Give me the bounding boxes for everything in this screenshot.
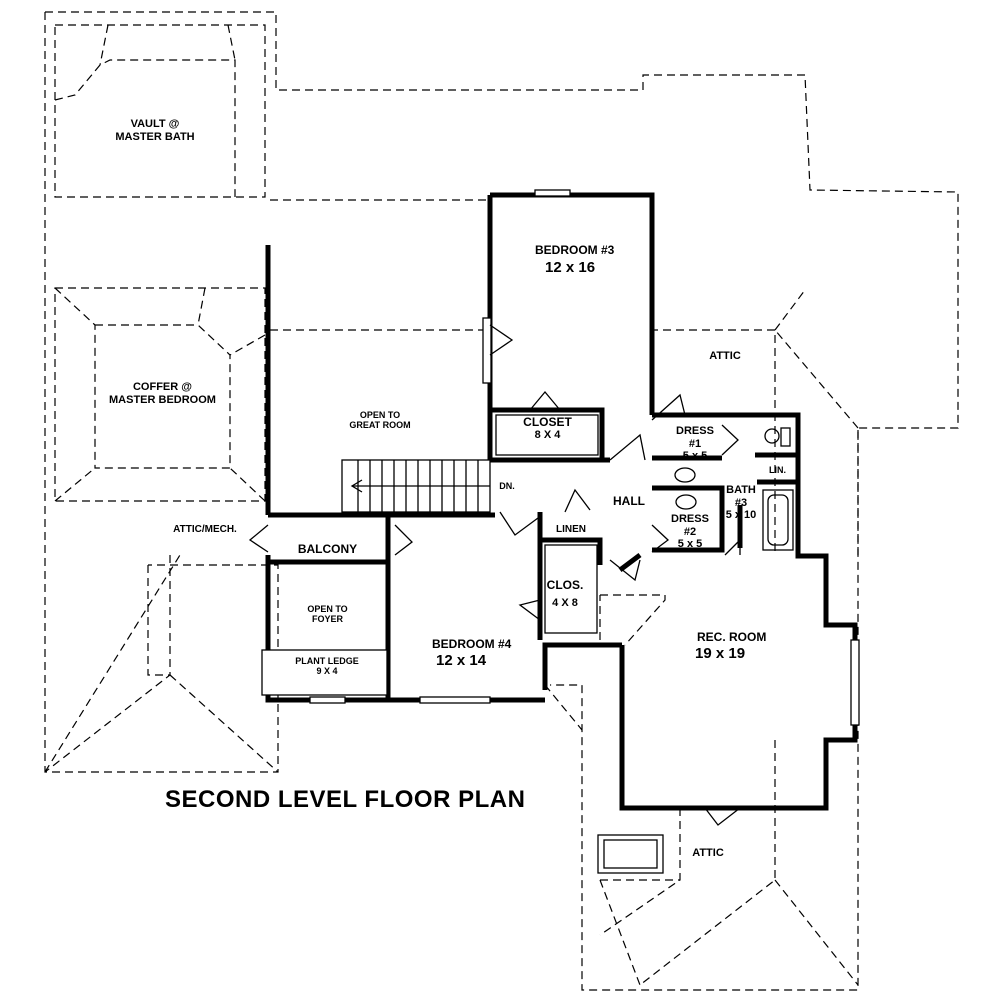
bedroom3-size: 12 x 16 [545,259,596,276]
rec-room-name: REC. ROOM [697,630,767,644]
vault-label: VAULT @ MASTER BATH [115,118,195,143]
coffer-label: COFFER @ MASTER BEDROOM [109,381,216,406]
bedroom4-name: BEDROOM #4 [432,637,512,651]
attic-bottom-label: ATTIC [692,847,724,859]
plant-ledge-label: PLANT LEDGE 9 X 4 [295,656,359,677]
lin-label: LIN. [769,465,786,475]
bath3-label: BATH #3 5 x 10 [725,484,757,522]
linen-label: LINEN [556,524,586,535]
bedroom3-name: BEDROOM #3 [535,243,615,257]
open-great-room-label: OPEN TO GREAT ROOM [349,410,411,431]
walls [265,192,858,811]
attic-right-label: ATTIC [709,350,741,362]
hall-label: HALL [613,494,645,508]
plan-title: SECOND LEVEL FLOOR PLAN [165,786,526,813]
closet-size: 8 X 4 [534,429,561,441]
closet-name: CLOSET [523,415,572,429]
open-foyer-label: OPEN TO FOYER [307,604,348,625]
dress1-label: DRESS #1 5 x 5 [676,425,714,463]
rec-room-size: 19 x 19 [695,645,746,662]
bedroom4-size: 12 x 14 [436,652,487,669]
clos-size: 4 X 8 [552,597,578,609]
dn-label: DN. [499,481,515,491]
roof-outlines [44,11,959,991]
balcony-label: BALCONY [297,542,358,556]
clos-name: CLOS. [546,578,584,592]
plan-details [248,189,860,874]
attic-mech-label: ATTIC/MECH. [173,524,237,535]
dress2-label: DRESS #2 5 x 5 [671,513,709,551]
